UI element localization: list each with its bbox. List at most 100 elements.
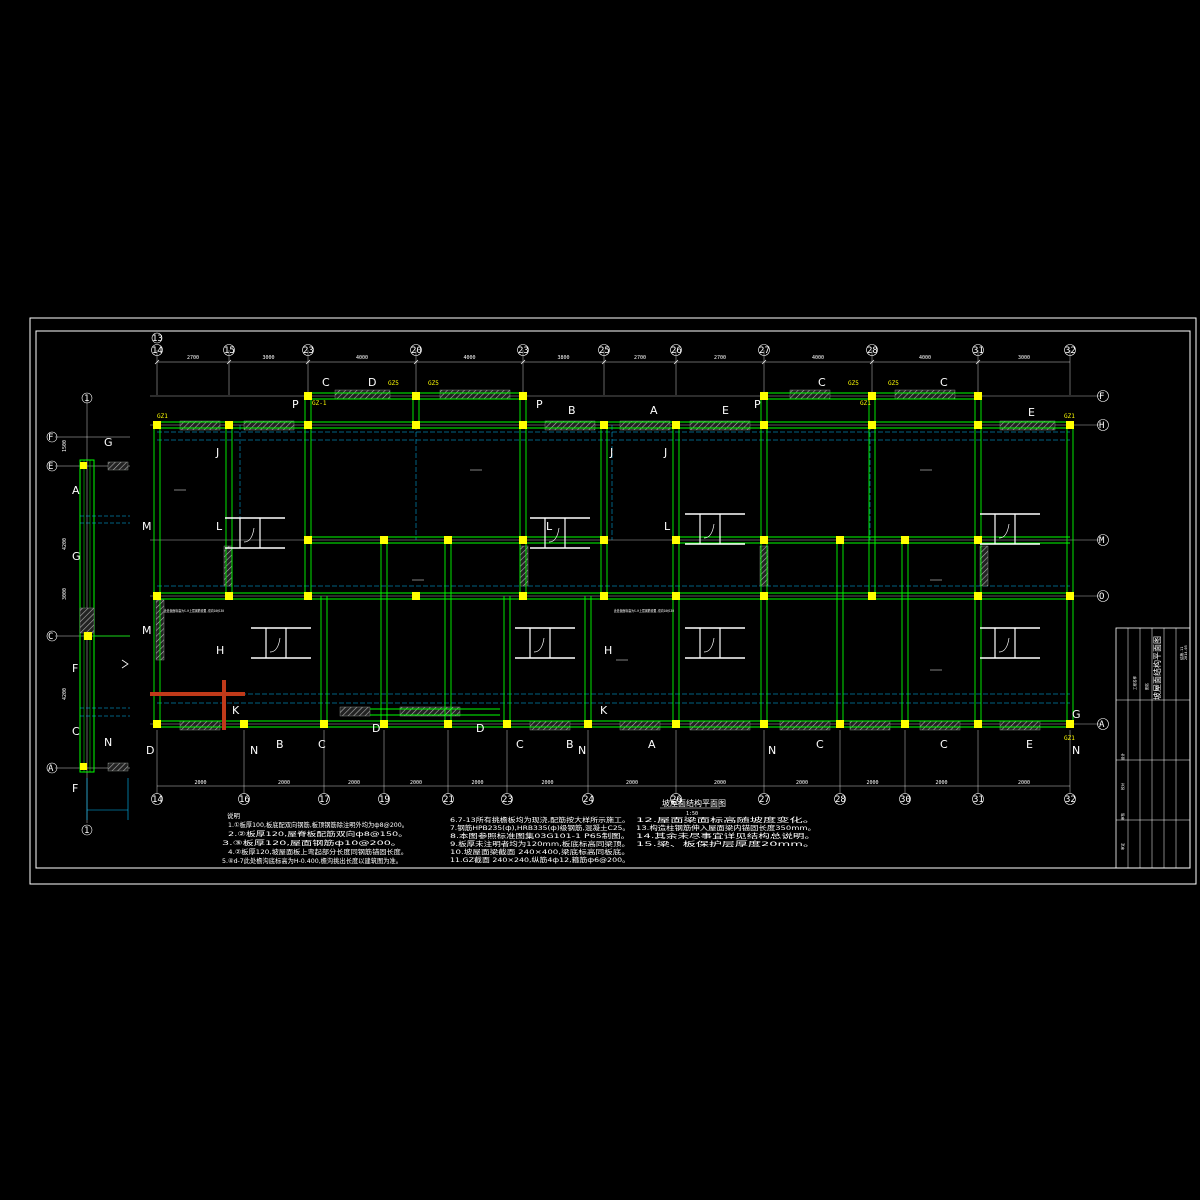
masonry-wall — [999, 720, 1041, 731]
axis-bubble-bottom: 16 — [238, 793, 250, 805]
dim-bottom: 2000 — [714, 780, 726, 786]
structural-column — [672, 536, 680, 544]
drawing-title: 坡屋面结构平面图 — [662, 798, 726, 808]
axis-bubble-top: 23 — [517, 344, 529, 356]
beam-mark-top: P — [536, 398, 543, 411]
structural-column — [672, 421, 680, 429]
section-mark: J — [609, 446, 613, 459]
axis-bubble-bottom: 19 — [378, 793, 390, 805]
axis-bubble-bottom: 26 — [670, 793, 682, 805]
section-mark: L — [664, 520, 671, 533]
axis-label-right: F — [1099, 392, 1104, 402]
beam-mark-top: E — [722, 404, 729, 417]
structural-column — [868, 392, 876, 400]
section-axis-label: E — [48, 462, 53, 472]
axis-bubble-top: 20 — [410, 344, 422, 356]
axis-label-bottom: 30 — [900, 795, 911, 805]
column-label: GZ5 — [388, 380, 399, 387]
structural-column — [600, 592, 608, 600]
structural-column — [304, 536, 312, 544]
masonry-wall — [619, 420, 671, 431]
note-item: 7.钢筋HPB235(ф),HRB335(ф)级钢筋,混凝土C25。 — [450, 823, 630, 832]
structural-column — [760, 536, 768, 544]
section-mark: G — [1072, 708, 1081, 721]
masonry-wall — [334, 389, 391, 400]
axis-bubble-right: O — [1097, 590, 1109, 602]
slab-note-left: 此处板面标高为S-H上层钢筋设置,双向10@130 — [164, 608, 224, 613]
axis-bubble-bottom: 24 — [582, 793, 594, 805]
axis-label-right: M — [1099, 536, 1105, 546]
dim-top: 2700 — [714, 355, 726, 361]
dim-bottom: 2000 — [1018, 780, 1030, 786]
masonry-wall — [243, 420, 295, 431]
title-block-row-4: 审定 — [1120, 843, 1125, 851]
note-item: 9.板厚未注明者均为120mm,板底标高同梁顶。 — [450, 839, 630, 848]
structural-column — [672, 592, 680, 600]
dim-top: 4000 — [464, 355, 476, 361]
outer-frame — [29, 317, 1197, 885]
title-block-drawing-no: 结施-11 — [1179, 647, 1184, 660]
section-dim: 4200 — [62, 688, 68, 700]
dim-bottom: 2000 — [542, 780, 554, 786]
red-accent-bar-vertical — [222, 680, 226, 730]
masonry-wall — [789, 389, 831, 400]
dim-top: 4000 — [919, 355, 931, 361]
structural-column — [519, 421, 527, 429]
beam-mark-top: D — [368, 376, 376, 389]
title-block-row-2: 校对 — [1120, 783, 1125, 791]
general-notes: 说明 1.①板厚100,板底配双向钢筋,板顶钢筋除注明外均为ф8@200。2.②… — [222, 811, 816, 865]
beam-mark-bottom: N — [768, 744, 776, 757]
masonry-wall — [919, 720, 961, 731]
axis-bubble-top: 25 — [598, 344, 610, 356]
axis-bubble-right: F — [1097, 390, 1109, 402]
structural-column — [412, 592, 420, 600]
structural-column — [444, 536, 452, 544]
column-label: GZ1 — [157, 413, 168, 420]
structural-column — [320, 720, 328, 728]
structural-column — [672, 720, 680, 728]
dim-bottom: 2000 — [626, 780, 638, 786]
note-item: 4.②板厚120,坡屋面板上弯起部分长度同钢筋锚固长度。 — [228, 847, 408, 856]
section-mark: M — [142, 520, 152, 533]
structural-column — [503, 720, 511, 728]
axis-bubble-top: 26 — [670, 344, 682, 356]
axis-bubble-bottom: 28 — [834, 793, 846, 805]
axis-label-top: 32 — [1065, 346, 1076, 356]
section-cut-detail — [530, 517, 590, 549]
section-beam-mark: N — [104, 736, 112, 749]
masonry-wall — [179, 420, 221, 431]
section-cut-detail — [515, 627, 575, 659]
axis-bubble-bottom: 17 — [318, 793, 330, 805]
structural-column — [153, 421, 161, 429]
masonry-wall — [689, 420, 751, 431]
masonry-wall — [544, 420, 596, 431]
axis-bubble-top: 27 — [758, 344, 770, 356]
masonry-wall — [979, 545, 989, 587]
column-label: GZ5 — [888, 380, 899, 387]
column-label: GZ1 — [1064, 413, 1075, 420]
structural-column — [760, 392, 768, 400]
structural-column — [1066, 592, 1074, 600]
note-item: 5.④d-7此处檐沟底标高为H-0.400,檐沟挑出长度以建筑图为准。 — [222, 856, 402, 865]
note-item: 13.构造柱钢筋伸入屋面梁内锚固长度350mm。 — [636, 823, 816, 832]
svg-text:1: 1 — [84, 826, 89, 836]
section-mark: J — [663, 446, 667, 459]
section-mark: J — [215, 446, 219, 459]
dim-bottom: 2000 — [410, 780, 422, 786]
note-item: 12.屋面梁面标高随坡度变化。 — [636, 815, 816, 824]
axis-label-top: 20 — [411, 346, 422, 356]
axis-bubble-right: M — [1097, 534, 1109, 546]
section-beam-mark: F — [72, 782, 78, 795]
structural-column — [760, 592, 768, 600]
structural-column — [304, 392, 312, 400]
structural-column — [153, 720, 161, 728]
beam-mark-bottom: B — [566, 738, 574, 751]
axis-bubble-bottom: 23 — [501, 793, 513, 805]
dim-top: 3000 — [263, 355, 275, 361]
structural-column — [1066, 720, 1074, 728]
section-beam-mark: F — [72, 662, 78, 675]
axis-label-bottom: 26 — [671, 795, 682, 805]
axis-bubble-top: 14 — [151, 344, 163, 356]
axis-bubble-bottom: 32 — [1064, 793, 1076, 805]
note-item: 11.GZ截面 240×240,纵筋4ф12,箍筋ф6@200。 — [450, 855, 630, 864]
